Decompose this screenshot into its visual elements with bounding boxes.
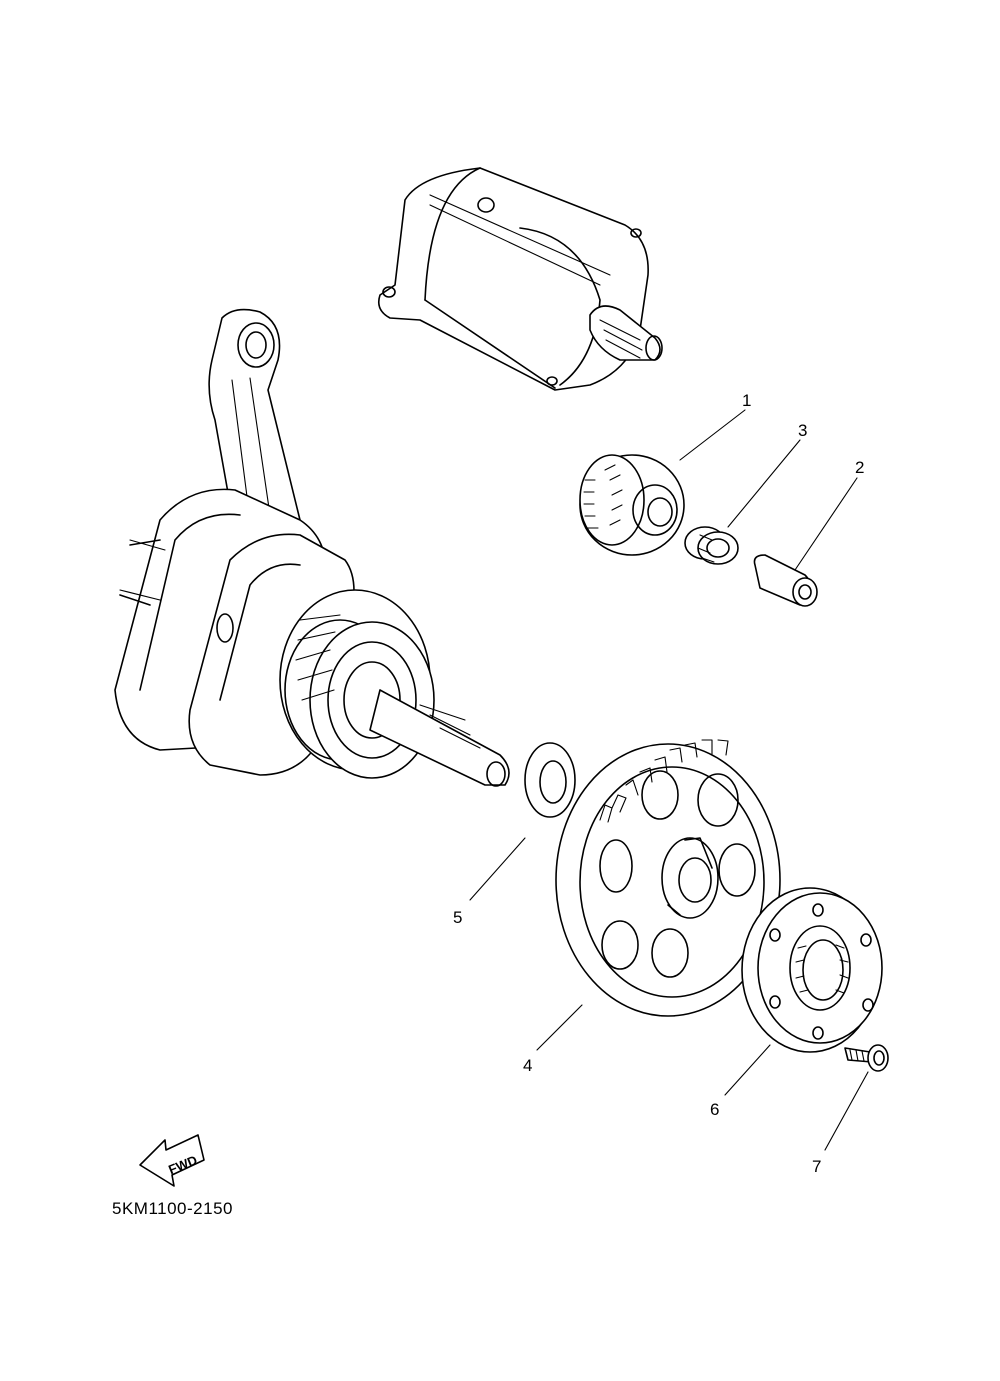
callout-5: 5: [453, 908, 462, 927]
callout-labels: 1 2 3 4 5 6 7: [453, 391, 864, 1176]
callout-leaders: [469, 409, 869, 1151]
part-idler-gear: [579, 454, 685, 556]
part-clutch-gear: [555, 739, 781, 1017]
part-washer: [524, 742, 576, 818]
callout-7: 7: [812, 1157, 821, 1176]
fwd-arrow-icon: FWD: [139, 1134, 205, 1187]
diagram-code: 5KM1100-2150: [112, 1199, 233, 1218]
callout-6: 6: [710, 1100, 719, 1119]
callout-1: 1: [742, 391, 751, 410]
starter-motor: [377, 167, 663, 391]
part-needle-bearing: [684, 526, 739, 565]
callout-4: 4: [523, 1056, 532, 1075]
part-one-way-clutch: [741, 887, 883, 1053]
callout-2: 2: [855, 458, 864, 477]
part-bolt: [844, 1044, 889, 1072]
crankshaft-assembly: [114, 308, 510, 787]
part-shaft: [753, 554, 818, 607]
callout-3: 3: [798, 421, 807, 440]
